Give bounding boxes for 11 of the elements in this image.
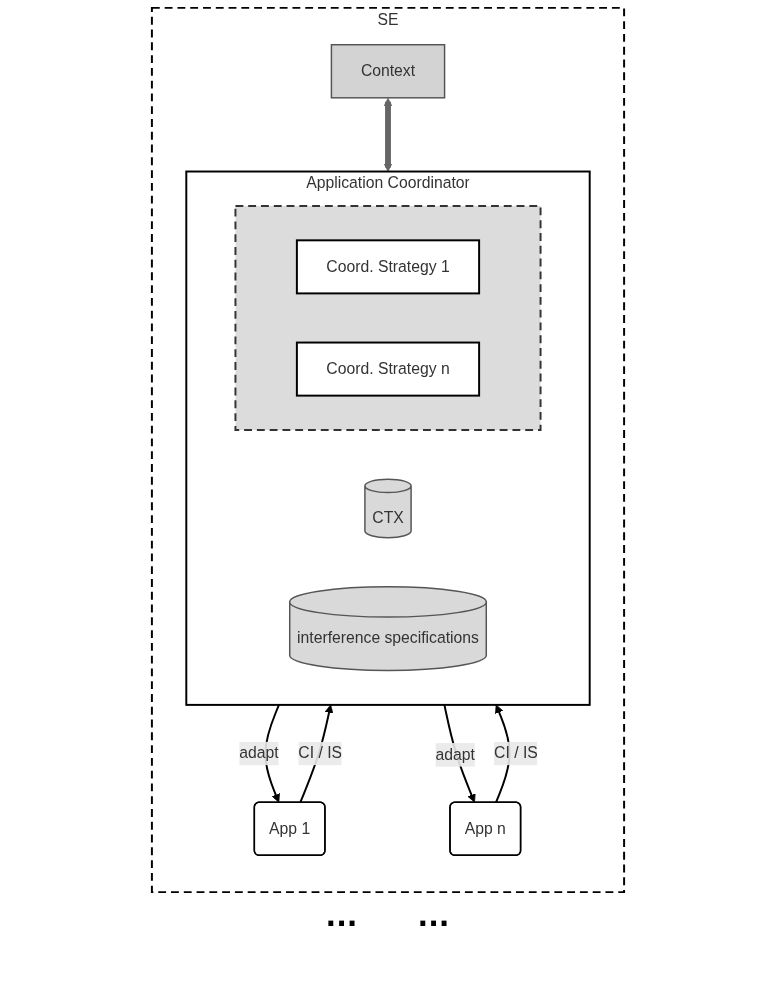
arrow <box>383 97 392 172</box>
node-box: Context <box>330 44 445 99</box>
edge-label: CI / IS <box>493 744 538 762</box>
node-box: Coord. Strategy 1 <box>295 239 480 295</box>
edge-label: adapt <box>238 744 279 762</box>
edge-label: adapt <box>435 745 475 763</box>
edge-label: CI / IS <box>297 744 342 762</box>
cluster <box>233 204 542 431</box>
ellipsis-text: ... <box>325 900 358 933</box>
ellipsis-text: ... <box>417 900 450 933</box>
node-box: Coord. Strategy n <box>295 341 480 397</box>
